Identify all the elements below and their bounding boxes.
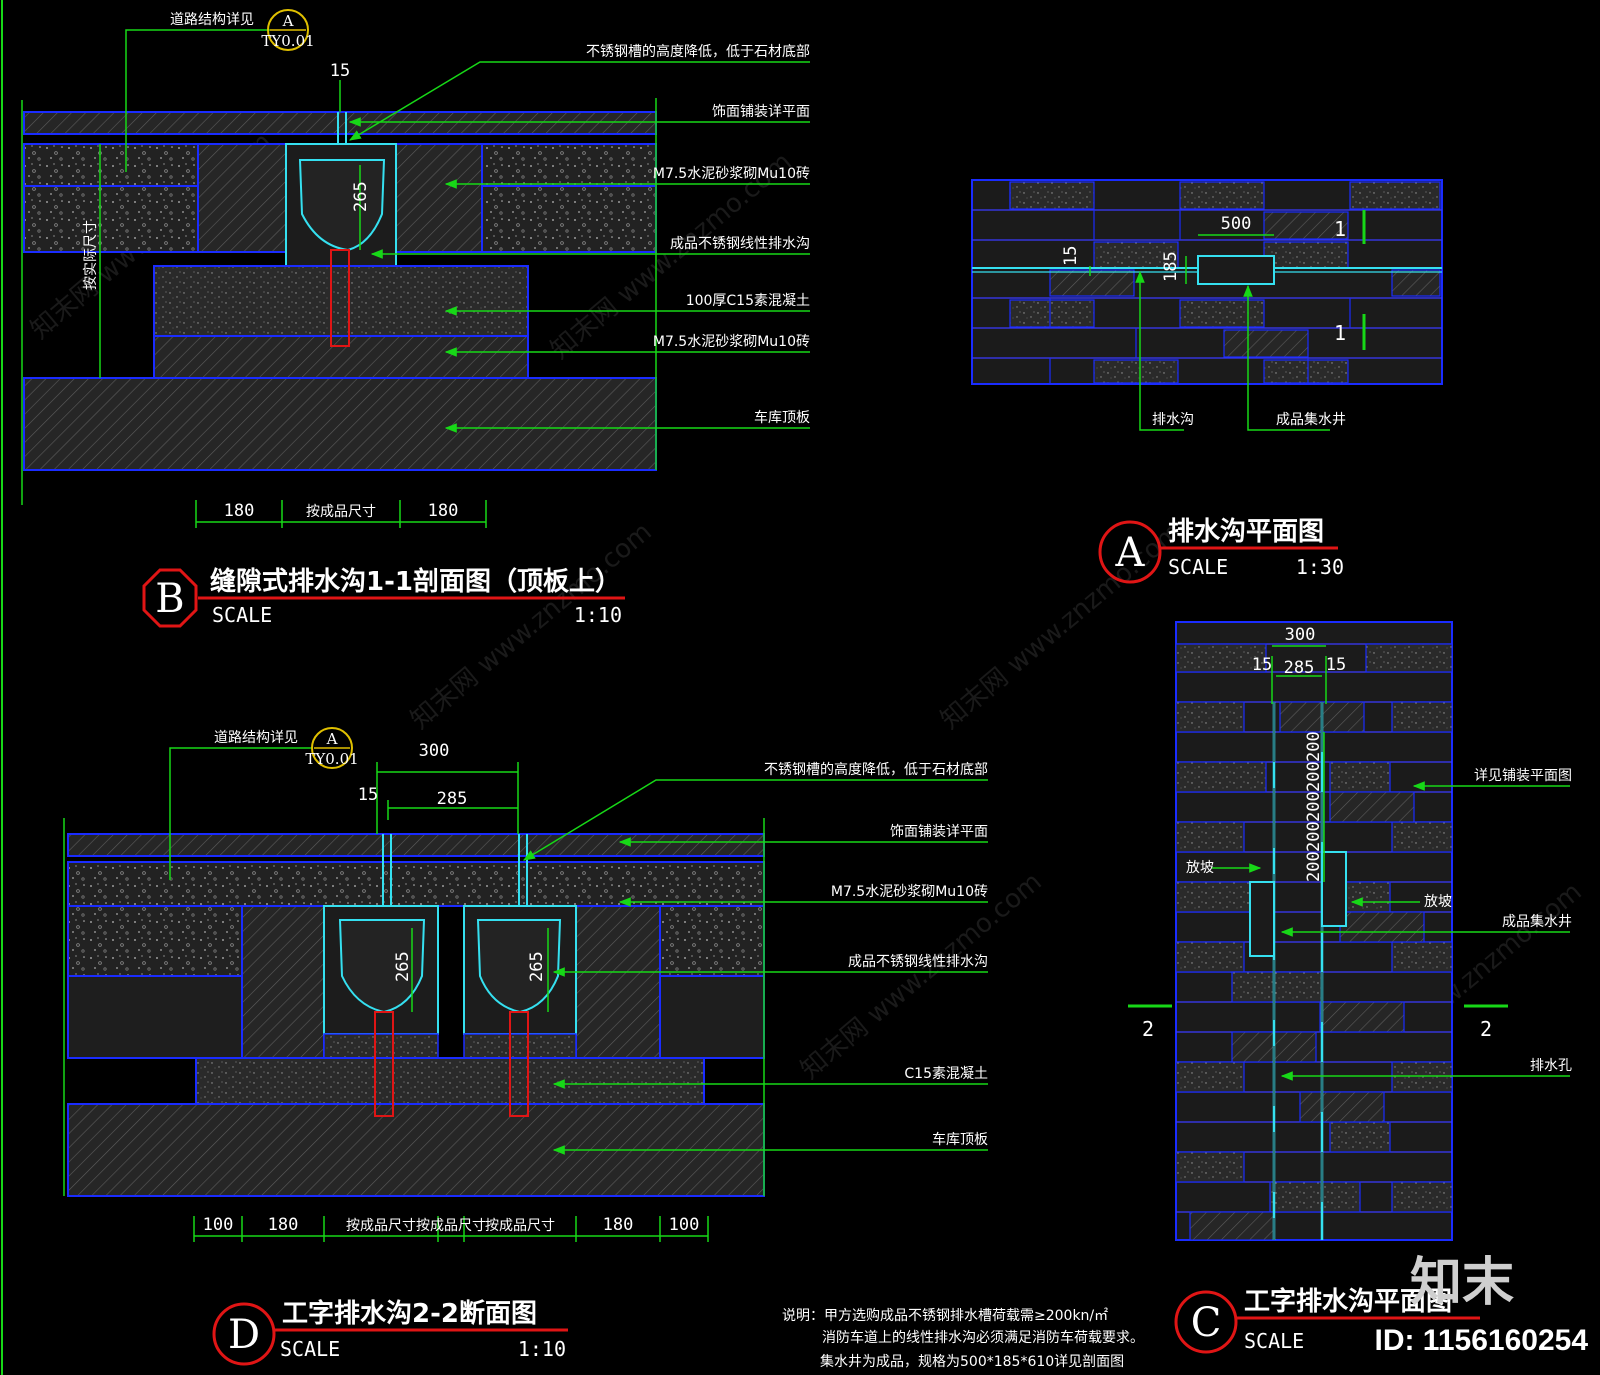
dim: 500 xyxy=(1221,214,1252,234)
dim-bottom: 按成品尺寸 xyxy=(485,1218,555,1234)
slope-label: 放坡 xyxy=(1186,860,1214,876)
label: 成品不锈钢线性排水沟 xyxy=(848,954,988,970)
dim-top: 285 xyxy=(1284,658,1315,678)
label: 排水沟 xyxy=(1152,412,1194,428)
label: M7.5水泥砂浆砌Mu10砖 xyxy=(653,166,810,182)
dim-bottom: 按成品尺寸 xyxy=(306,504,376,520)
section-a-drawing xyxy=(971,179,1443,431)
dim-top: 15 xyxy=(1252,655,1272,675)
scale-value: 1:10 xyxy=(574,603,622,627)
label: 车库顶板 xyxy=(932,1131,988,1148)
ref-sheet: TY0.01 xyxy=(305,750,358,768)
dim: 185 xyxy=(1161,251,1181,282)
notes-block: 说明：甲方选购成品不锈钢排水槽荷载需≥200kn/㎡ 消防车道上的线性排水沟必须… xyxy=(782,1308,1144,1370)
section-d-drawing xyxy=(63,747,988,1242)
cut-mark: 2 xyxy=(1480,1017,1492,1041)
label: 成品集水井 xyxy=(1502,913,1572,930)
scale-label: SCALE xyxy=(1168,555,1228,579)
cut-mark: 1 xyxy=(1334,321,1346,345)
section-b-annotations: 道路结构详见 A TY0.01 15 265 按实际尺寸 不锈钢槽的高度降低，低… xyxy=(83,9,810,628)
brand-logo: 知末 xyxy=(1410,1253,1514,1313)
dim-vertical: 200 xyxy=(1304,761,1324,792)
scale-label: SCALE xyxy=(1244,1329,1304,1353)
label: 100厚C15素混凝土 xyxy=(686,293,810,309)
section-title: 工字排水沟2-2断面图 xyxy=(282,1298,537,1329)
dim-vertical: 200 xyxy=(1304,851,1324,882)
section-badge-letter: A xyxy=(1115,530,1146,576)
section-badge xyxy=(1098,520,1162,584)
scale-value: 1:30 xyxy=(1296,555,1344,579)
dim-vertical: 200 xyxy=(1304,821,1324,852)
dim-side-vertical: 按实际尺寸 xyxy=(83,220,99,290)
watermark: 知末网 www.znzmo.com xyxy=(935,517,1187,736)
dim-bottom: 180 xyxy=(224,501,255,521)
ref-bubble xyxy=(311,727,353,769)
label: 车库顶板 xyxy=(754,409,810,426)
section-title: 缝隙式排水沟1-1剖面图（顶板上） xyxy=(210,566,621,597)
section-d-annotations: 道路结构详见 A TY0.01 300 15 285 265 265 不锈钢槽的… xyxy=(203,727,988,1366)
dim-top: 15 xyxy=(1326,655,1346,675)
brand-id: ID: 1156160254 xyxy=(1374,1324,1588,1357)
note-line: 消防车道上的线性排水沟必须满足消防车荷载要求。 xyxy=(822,1329,1144,1346)
dim-bottom: 按成品尺寸 xyxy=(416,1218,486,1234)
dim-depth: 265 xyxy=(351,181,371,212)
note-line: 说明：甲方选购成品不锈钢排水槽荷载需≥200kn/㎡ xyxy=(782,1308,1108,1324)
dim-bottom: 180 xyxy=(268,1215,299,1235)
scale-value: 1:10 xyxy=(518,1337,566,1361)
label: 不锈钢槽的高度降低，低于石材底部 xyxy=(764,761,988,778)
label: 饰面铺装详平面 xyxy=(890,824,988,840)
section-c-annotations: 300 15 285 15 200 200 200 200 200 2 2 详见… xyxy=(1142,625,1572,1354)
dim-bottom: 100 xyxy=(669,1215,700,1235)
section-badge-letter: B xyxy=(155,576,184,622)
label: C15素混凝土 xyxy=(904,1066,988,1082)
section-c-drawing xyxy=(1128,621,1570,1241)
brand-block: 知末 ID: 1156160254 xyxy=(1374,1253,1588,1357)
section-b-drawing xyxy=(21,29,810,528)
dim-vertical: 200 xyxy=(1304,731,1324,762)
ref-badge: A xyxy=(326,730,338,748)
section-badge xyxy=(142,568,198,628)
label: M7.5水泥砂浆砌Mu10砖 xyxy=(653,334,810,350)
dim-overall: 300 xyxy=(419,741,450,761)
section-badge-letter: D xyxy=(228,1312,260,1358)
label: M7.5水泥砂浆砌Mu10砖 xyxy=(831,884,988,900)
dim-vertical: 200 xyxy=(1304,791,1324,822)
label: 成品不锈钢线性排水沟 xyxy=(670,236,810,252)
ref-bubble xyxy=(267,9,309,51)
section-title: 排水沟平面图 xyxy=(1168,517,1324,547)
label: 成品集水井 xyxy=(1276,411,1346,428)
ref-note: 道路结构详见 xyxy=(214,730,298,746)
label: 详见铺装平面图 xyxy=(1474,768,1572,784)
section-title: 工字排水沟平面图 xyxy=(1244,1286,1452,1317)
dim-bottom: 按成品尺寸 xyxy=(346,1218,416,1234)
ref-badge: A xyxy=(282,12,294,30)
scale-label: SCALE xyxy=(280,1337,340,1361)
dim-depth: 265 xyxy=(527,951,547,982)
dim-inner: 285 xyxy=(437,789,468,809)
slope-label: 放坡 xyxy=(1424,894,1452,910)
ref-note: 道路结构详见 xyxy=(170,12,254,28)
dim-bottom: 100 xyxy=(203,1215,234,1235)
section-badge-letter: C xyxy=(1191,1300,1222,1346)
cut-mark: 2 xyxy=(1142,1017,1154,1041)
label: 不锈钢槽的高度降低，低于石材底部 xyxy=(586,43,810,60)
dim-bottom: 180 xyxy=(428,501,459,521)
label: 排水孔 xyxy=(1530,1058,1572,1074)
label: 饰面铺装详平面 xyxy=(712,104,810,120)
section-badge xyxy=(212,1302,276,1366)
dim: 15 xyxy=(1061,246,1081,266)
dim-bottom: 180 xyxy=(603,1215,634,1235)
section-badge xyxy=(1174,1290,1238,1354)
dim-depth: 265 xyxy=(393,951,413,982)
note-line: 集水井为成品，规格为500*185*610详见剖面图 xyxy=(820,1353,1124,1370)
scale-label: SCALE xyxy=(212,603,272,627)
dim-top: 15 xyxy=(330,61,350,81)
cut-mark: 1 xyxy=(1334,217,1346,241)
dim-top: 300 xyxy=(1285,625,1316,645)
ref-sheet: TY0.01 xyxy=(261,32,314,50)
section-a-annotations: 500 15 185 1 1 排水沟 成品集水井 A 排水沟平面图 SCALE … xyxy=(1061,214,1346,584)
dim-gap: 15 xyxy=(358,785,378,805)
